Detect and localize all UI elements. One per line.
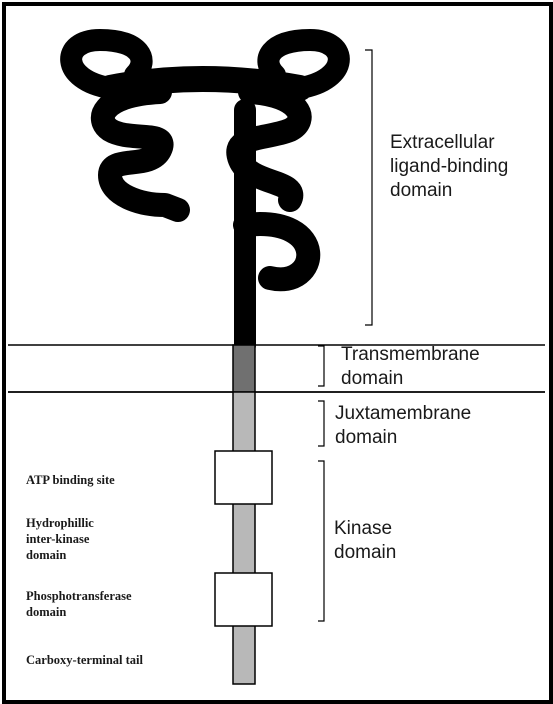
kinase-box-phosphotransferase	[215, 573, 272, 626]
label-juxtamembrane-domain: Juxtamembrane domain	[335, 402, 471, 450]
label-kinase-domain: Kinase domain	[334, 517, 396, 565]
kinase-box-atp	[215, 451, 272, 504]
bracket-extracellular	[365, 50, 372, 325]
intracellular-segment	[233, 392, 255, 684]
label-atp-binding-site: ATP binding site	[26, 472, 115, 488]
transmembrane-segment	[233, 345, 255, 392]
bracket-juxtamembrane	[318, 401, 324, 446]
label-hydrophilic-domain: Hydrophillic inter-kinase domain	[26, 515, 94, 563]
bracket-kinase	[318, 461, 324, 621]
extracellular-domain-shape	[71, 40, 339, 345]
label-carboxy-terminal-tail: Carboxy-terminal tail	[26, 652, 143, 668]
label-phosphotransferase-domain: Phosphotransferase domain	[26, 588, 132, 620]
bracket-transmembrane	[318, 346, 324, 386]
label-extracellular-domain: Extracellular ligand-binding domain	[390, 131, 508, 203]
label-transmembrane-domain: Transmembrane domain	[341, 343, 480, 391]
